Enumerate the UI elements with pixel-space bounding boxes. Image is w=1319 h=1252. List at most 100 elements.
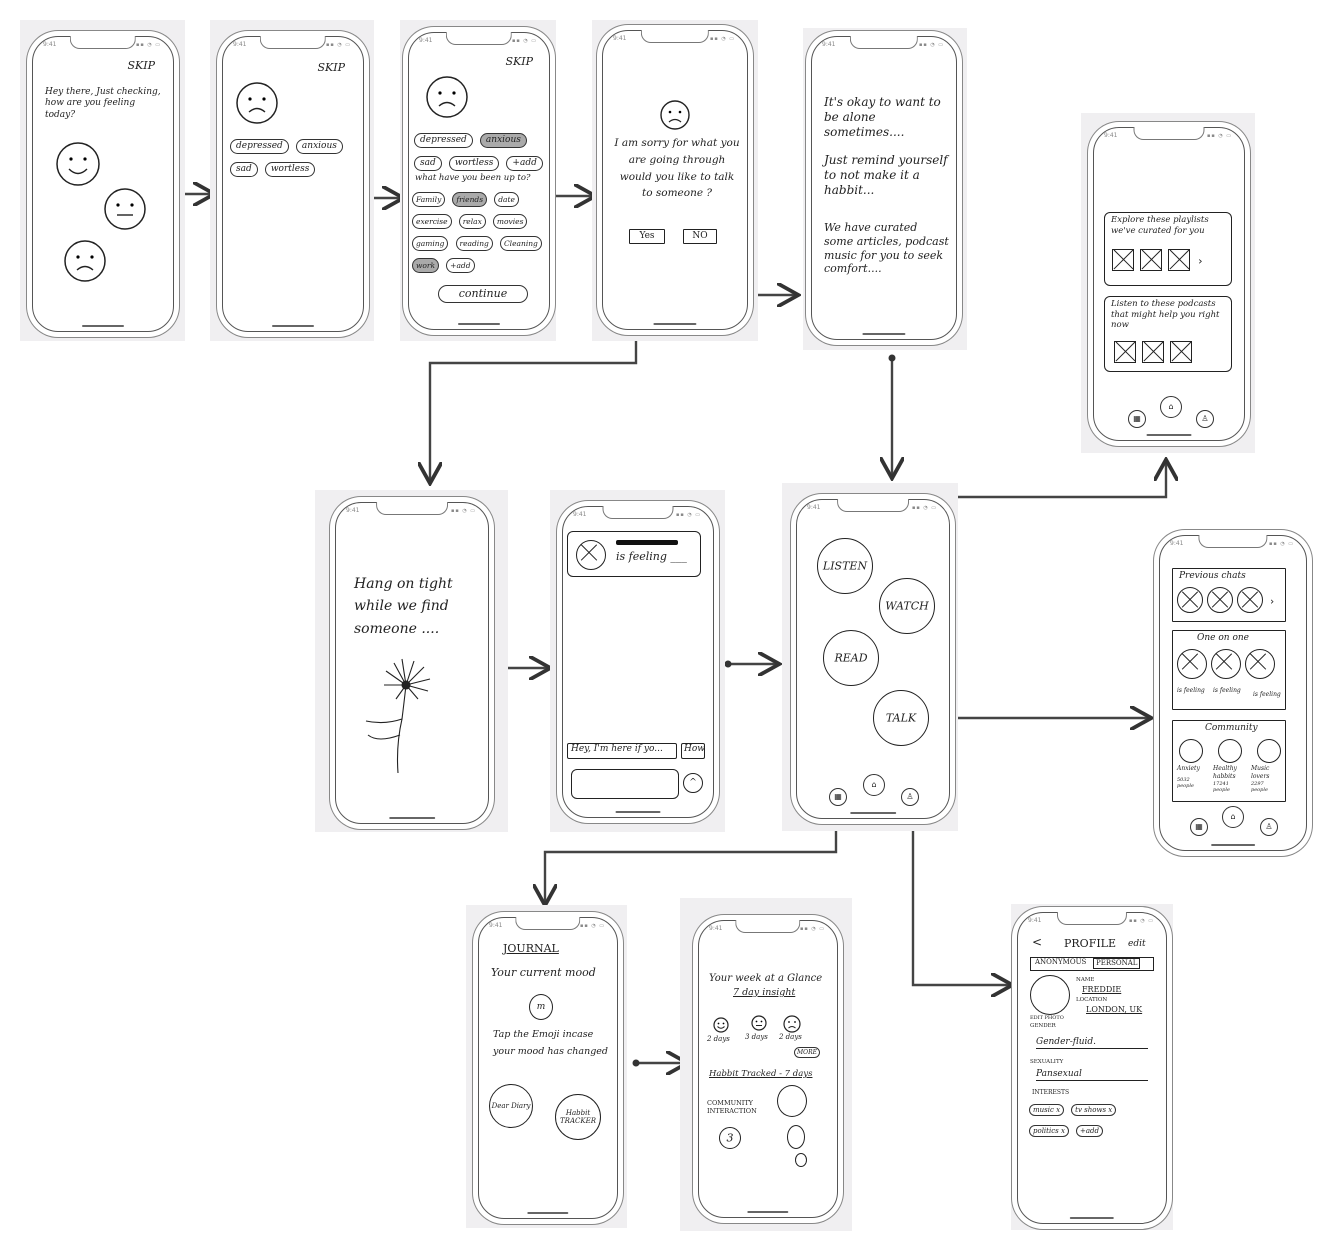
profile-photo[interactable] xyxy=(1030,975,1070,1015)
tag-family[interactable]: Family xyxy=(412,192,446,207)
tag-depressed[interactable]: depressed xyxy=(414,133,473,148)
chat-avatar[interactable] xyxy=(1177,587,1203,613)
home-tab-icon[interactable]: ⌂ xyxy=(1160,396,1182,418)
playlist-thumb[interactable] xyxy=(1112,249,1134,271)
tag-reading[interactable]: reading xyxy=(455,236,493,251)
phone-frame: 9:41▪▪ ◔ ▭ Your week at a Glance 7 day i… xyxy=(698,920,838,1218)
chevron-right-icon[interactable]: › xyxy=(1198,254,1203,268)
interest-add[interactable]: +add xyxy=(1076,1125,1104,1137)
talk-button[interactable]: TALK xyxy=(873,690,929,746)
journal-title: JOURNAL xyxy=(503,942,559,955)
tag-movies[interactable]: movies xyxy=(492,214,528,229)
chevron-right-icon[interactable]: › xyxy=(1270,596,1275,608)
habbit-bubble xyxy=(787,1125,805,1149)
gender-value[interactable]: Gender-fluid. xyxy=(1036,1037,1148,1050)
tag-anxious[interactable]: anxious xyxy=(479,133,527,148)
sexuality-value[interactable]: Pansexual xyxy=(1036,1069,1148,1082)
read-button[interactable]: READ xyxy=(823,630,879,686)
watch-button[interactable]: WATCH xyxy=(879,578,935,634)
podcast-thumb[interactable] xyxy=(1170,341,1192,363)
alone-text-3: We have curated some articles, podcast m… xyxy=(824,221,949,276)
username-redacted xyxy=(616,540,678,545)
community-avatar[interactable] xyxy=(1218,739,1243,763)
home-tab-icon[interactable]: ⌂ xyxy=(1222,806,1244,828)
profile-title: PROFILE xyxy=(1064,937,1117,950)
profile-tab-icon[interactable]: ♙ xyxy=(1196,410,1214,428)
tag-date[interactable]: date xyxy=(494,192,519,207)
location-value[interactable]: LONDON, UK xyxy=(1086,1005,1143,1014)
habbit-tracked-label: Habbit Tracked - 7 days xyxy=(709,1069,813,1079)
happy-face-icon xyxy=(713,1017,729,1033)
tag-wortless[interactable]: wortless xyxy=(448,156,500,171)
card-week-glance: 9:41▪▪ ◔ ▭ Your week at a Glance 7 day i… xyxy=(680,898,852,1231)
name-value[interactable]: FREDDIE xyxy=(1082,985,1122,994)
edit-button[interactable]: edit xyxy=(1128,939,1146,949)
profile-tab-icon[interactable]: ♙ xyxy=(901,788,919,806)
card-mood-check: 9:41▪▪ ◔ ▭ SKIP Hey there, Just checking… xyxy=(20,20,185,341)
back-button[interactable]: < xyxy=(1032,935,1043,949)
skip-button[interactable]: SKIP xyxy=(505,55,534,68)
skip-button[interactable]: SKIP xyxy=(127,59,156,72)
continue-button[interactable]: continue xyxy=(438,285,528,303)
card-journal: 9:41▪▪ ◔ ▭ JOURNAL Your current mood m T… xyxy=(466,905,627,1228)
skip-button[interactable]: SKIP xyxy=(317,61,346,74)
tag-add-activity[interactable]: +add xyxy=(446,258,475,273)
tag-work[interactable]: work xyxy=(412,258,440,273)
tag-add[interactable]: +add xyxy=(506,156,543,171)
playlist-thumb[interactable] xyxy=(1140,249,1162,271)
sad-face-icon[interactable] xyxy=(63,239,107,283)
profile-mode-toggle: ANONYMOUS PERSONAL xyxy=(1030,957,1154,971)
send-button[interactable]: ^ xyxy=(683,773,703,793)
profile-tab-icon[interactable]: ♙ xyxy=(1260,818,1278,836)
podcast-thumb[interactable] xyxy=(1114,341,1136,363)
dear-diary-button[interactable]: Dear Diary xyxy=(489,1084,533,1128)
message-input[interactable] xyxy=(571,769,679,799)
card-talk: 9:41▪▪ ◔ ▭ Previous chats › One on one i… xyxy=(1157,533,1307,851)
tag-sad[interactable]: sad xyxy=(414,156,442,171)
anonymous-tab[interactable]: ANONYMOUS xyxy=(1035,958,1087,966)
tag-cleaning[interactable]: Cleaning xyxy=(499,236,542,251)
tag-gaming[interactable]: gaming xyxy=(412,236,449,251)
habbit-bubble xyxy=(795,1153,807,1167)
yes-button[interactable]: Yes xyxy=(629,229,665,244)
person-avatar[interactable] xyxy=(1211,649,1241,679)
person-avatar[interactable] xyxy=(1245,649,1275,679)
interest-music[interactable]: music x xyxy=(1029,1104,1065,1116)
calendar-tab-icon[interactable]: ▦ xyxy=(1128,410,1146,428)
tag-friends[interactable]: friends xyxy=(452,192,488,207)
tag-sad[interactable]: sad xyxy=(230,162,258,177)
tag-depressed[interactable]: depressed xyxy=(230,139,289,154)
tag-wortless[interactable]: wortless xyxy=(264,162,316,177)
mood-emoji-button[interactable]: m xyxy=(529,994,553,1020)
happy-face-icon[interactable] xyxy=(55,141,101,187)
home-tab-icon[interactable]: ⌂ xyxy=(863,774,885,796)
more-button[interactable]: MORE xyxy=(794,1047,820,1058)
tag-exercise[interactable]: exercise xyxy=(412,214,452,229)
community-avatar[interactable] xyxy=(1257,739,1282,763)
one-on-one-section: One on one is feeling is feeling is feel… xyxy=(1172,630,1286,710)
no-button[interactable]: NO xyxy=(683,229,717,244)
phone-frame: 9:41▪▪ ◔ ▭ SKIP depressed anxious sad wo… xyxy=(222,36,364,332)
tag-relax[interactable]: relax xyxy=(458,214,486,229)
playlist-thumb[interactable] xyxy=(1168,249,1190,271)
chat-message-bubble: Hey, I'm here if yo... xyxy=(567,743,677,759)
phone-frame: 9:41▪▪ ◔ ▭ LISTEN WATCH READ TALK ▦ ⌂ ♙ xyxy=(796,499,950,819)
interest-tv-shows[interactable]: tv shows x xyxy=(1071,1104,1117,1116)
greeting-text: Hey there, Just checking, how are you fe… xyxy=(45,87,161,120)
chat-avatar[interactable] xyxy=(1207,587,1233,613)
activity-tag-list: Family friends date exercise relax movie… xyxy=(411,187,549,275)
community-avatar[interactable] xyxy=(1179,739,1203,763)
listen-button[interactable]: LISTEN xyxy=(817,538,873,594)
habbit-tracker-button[interactable]: Habbit TRACKER xyxy=(555,1094,601,1140)
interest-politics[interactable]: politics x xyxy=(1029,1125,1069,1137)
calendar-tab-icon[interactable]: ▦ xyxy=(829,788,847,806)
neutral-face-icon[interactable] xyxy=(103,187,147,231)
mood-tag-list: depressed anxious sad wortless xyxy=(229,133,359,179)
tag-anxious[interactable]: anxious xyxy=(295,139,343,154)
personal-tab[interactable]: PERSONAL xyxy=(1093,958,1141,969)
activities-question: what have you been up to? xyxy=(415,173,531,183)
podcast-thumb[interactable] xyxy=(1142,341,1164,363)
calendar-tab-icon[interactable]: ▦ xyxy=(1190,818,1208,836)
chat-avatar[interactable] xyxy=(1237,587,1263,613)
person-avatar[interactable] xyxy=(1177,649,1207,679)
